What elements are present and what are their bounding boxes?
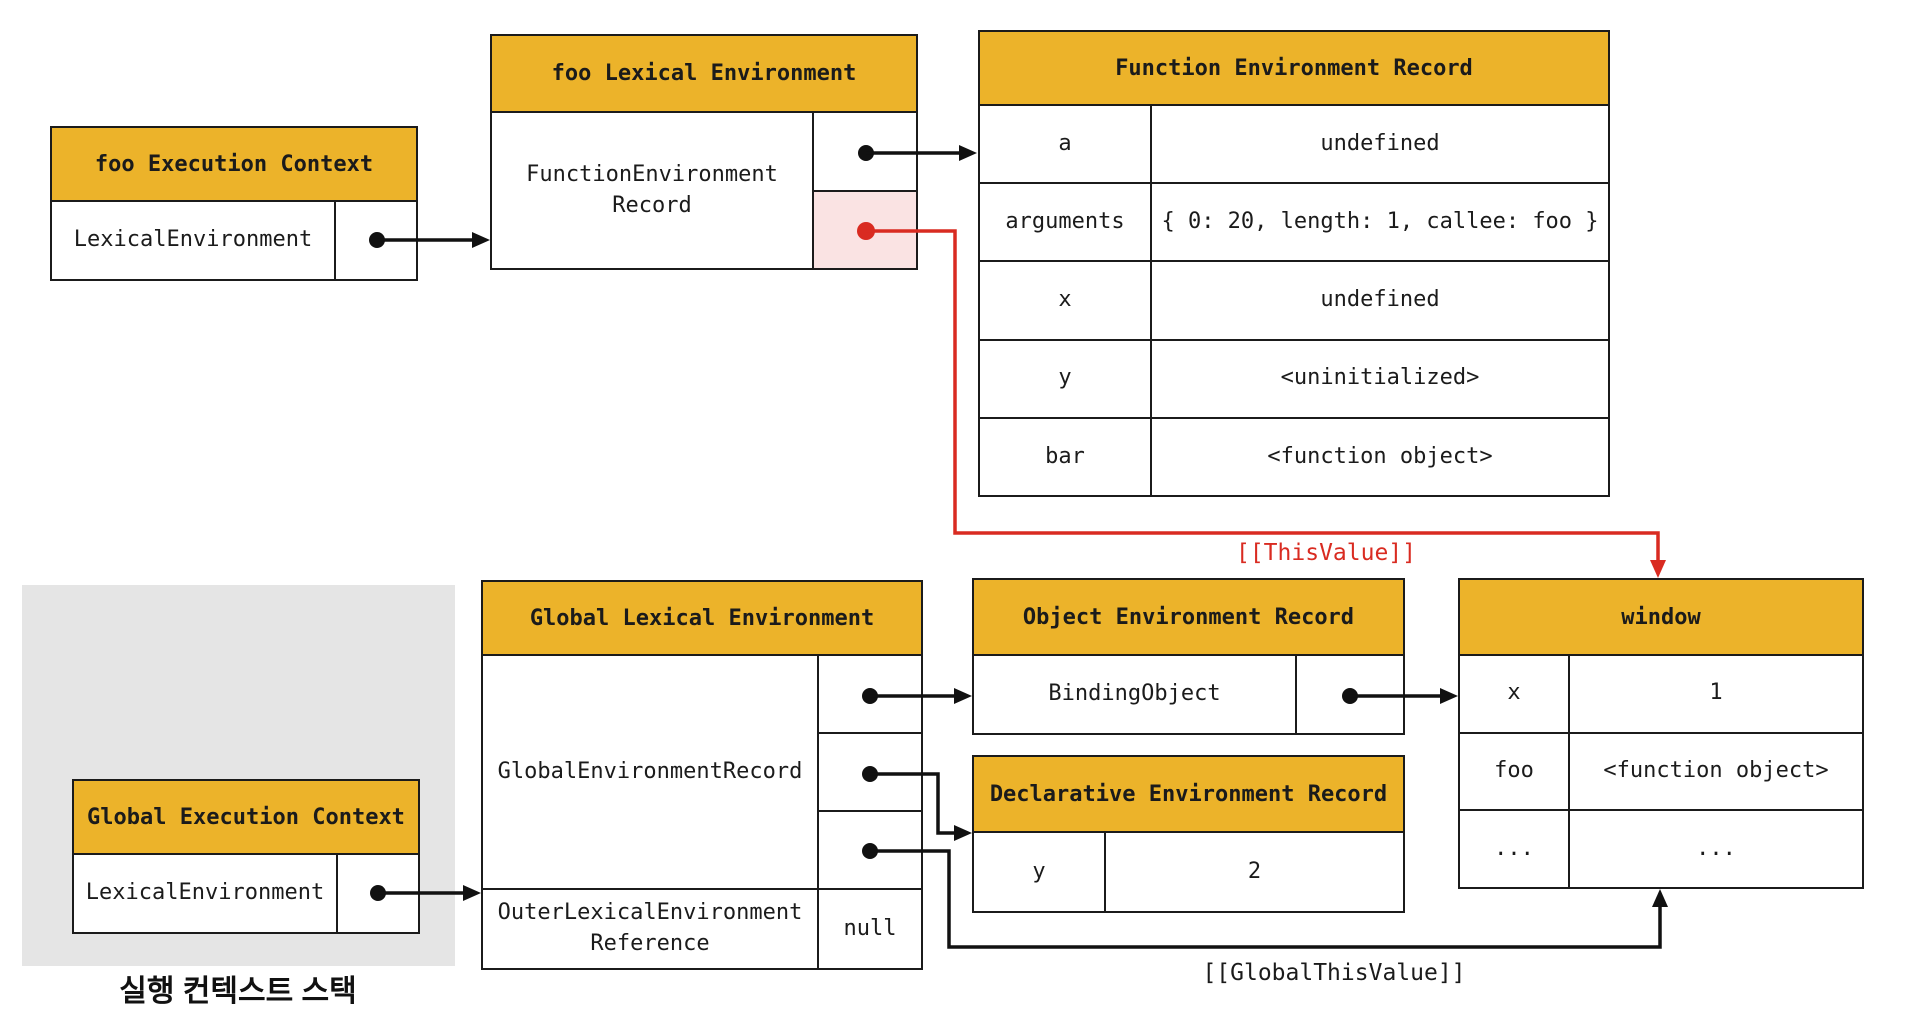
outer-lexical-environment-reference-label: OuterLexicalEnvironment Reference [497, 900, 803, 956]
global-environment-record-label: GlobalEnvironmentRecord [497, 758, 803, 784]
foo-le-pointer-column [812, 113, 916, 268]
window-object-title: window [1460, 580, 1862, 656]
declarative-environment-record-body: y 2 [974, 833, 1403, 911]
fer-value: undefined [1320, 287, 1440, 313]
window-key: ... [1460, 811, 1570, 888]
global-execution-context-title: Global Execution Context [74, 781, 418, 855]
window-object-rows: x 1 foo <function object> ... ... [1460, 656, 1862, 888]
foo-lexical-environment-title: foo Lexical Environment [492, 36, 916, 113]
declarative-environment-record-title: Declarative Environment Record [974, 757, 1403, 833]
fer-key: x [980, 262, 1152, 339]
gle-declarative-pointer-cell [819, 732, 921, 810]
binding-object-label: BindingObject [1048, 681, 1221, 707]
binding-object-pointer-cell [1295, 656, 1403, 733]
outer-reference-null-value: null [817, 890, 921, 968]
foo-le-this-value-pointer-cell [814, 189, 916, 268]
function-environment-record-rows: a undefined arguments { 0: 20, length: 1… [980, 106, 1608, 496]
global-ec-lexical-environment-label: LexicalEnvironment [85, 880, 325, 906]
global-lexical-environment-body: GlobalEnvironmentRecord OuterLexicalEnvi… [483, 656, 921, 968]
fer-value: <uninitialized> [1280, 365, 1480, 391]
global-execution-context-body: LexicalEnvironment [74, 855, 418, 932]
table-row: a undefined [980, 106, 1608, 183]
fer-key: bar [980, 418, 1152, 496]
object-environment-record-box: Object Environment Record BindingObject [972, 578, 1405, 735]
window-key: x [1460, 656, 1570, 732]
table-row: x undefined [980, 260, 1608, 339]
foo-execution-context-title: foo Execution Context [52, 128, 416, 202]
fer-key: y [980, 340, 1152, 417]
fer-key: arguments [980, 184, 1152, 261]
foo-le-record-pointer-cell [814, 113, 916, 190]
gle-record-section: GlobalEnvironmentRecord [483, 656, 921, 888]
global-ec-pointer-cell [336, 855, 418, 932]
global-lexical-environment-title: Global Lexical Environment [483, 582, 921, 656]
table-row: bar <function object> [980, 416, 1608, 496]
global-this-value-arrow-label: [[GlobalThisValue]] [1202, 960, 1466, 986]
table-row: x 1 [1460, 656, 1862, 732]
execution-context-stack-caption: 실행 컨텍스트 스택 [119, 975, 357, 1008]
table-row: arguments { 0: 20, length: 1, callee: fo… [980, 182, 1608, 261]
declarative-environment-record-box: Declarative Environment Record y 2 [972, 755, 1405, 913]
table-row: y <uninitialized> [980, 338, 1608, 417]
foo-lexical-environment-body: FunctionEnvironment Record [492, 113, 916, 268]
object-environment-record-title: Object Environment Record [974, 580, 1403, 656]
fer-key: a [980, 106, 1152, 183]
table-row: ... ... [1460, 809, 1862, 888]
global-execution-context-box: Global Execution Context LexicalEnvironm… [72, 779, 420, 934]
window-value: ... [1696, 835, 1736, 861]
gle-global-this-pointer-cell [819, 810, 921, 888]
foo-execution-context-box: foo Execution Context LexicalEnvironment [50, 126, 418, 281]
gle-binding-object-pointer-cell [819, 656, 921, 732]
window-key: foo [1460, 733, 1570, 810]
foo-ec-lexical-environment-label: LexicalEnvironment [73, 227, 313, 253]
der-key: y [974, 833, 1106, 911]
function-environment-record-label: FunctionEnvironment Record [526, 161, 778, 218]
window-object-box: window x 1 foo <function object> ... ... [1458, 578, 1864, 889]
foo-ec-pointer-cell [334, 202, 416, 279]
window-value: 1 [1709, 680, 1723, 706]
function-environment-record-title: Function Environment Record [980, 32, 1608, 106]
gle-outer-reference-row: OuterLexicalEnvironment Reference null [483, 888, 921, 968]
fer-value: <function object> [1267, 443, 1493, 469]
function-environment-record-box: Function Environment Record a undefined … [978, 30, 1610, 497]
table-row: foo <function object> [1460, 731, 1862, 810]
foo-execution-context-body: LexicalEnvironment [52, 202, 416, 279]
this-value-arrow-label: [[ThisValue]] [1235, 540, 1416, 566]
object-environment-record-body: BindingObject [974, 656, 1403, 733]
fer-value: undefined [1320, 130, 1440, 156]
window-value: <function object> [1603, 758, 1829, 784]
global-lexical-environment-box: Global Lexical Environment GlobalEnviron… [481, 580, 923, 970]
der-value: 2 [1247, 858, 1262, 884]
foo-lexical-environment-box: foo Lexical Environment FunctionEnvironm… [490, 34, 918, 270]
fer-value: { 0: 20, length: 1, callee: foo } [1161, 208, 1599, 234]
gle-pointer-column [817, 656, 921, 888]
